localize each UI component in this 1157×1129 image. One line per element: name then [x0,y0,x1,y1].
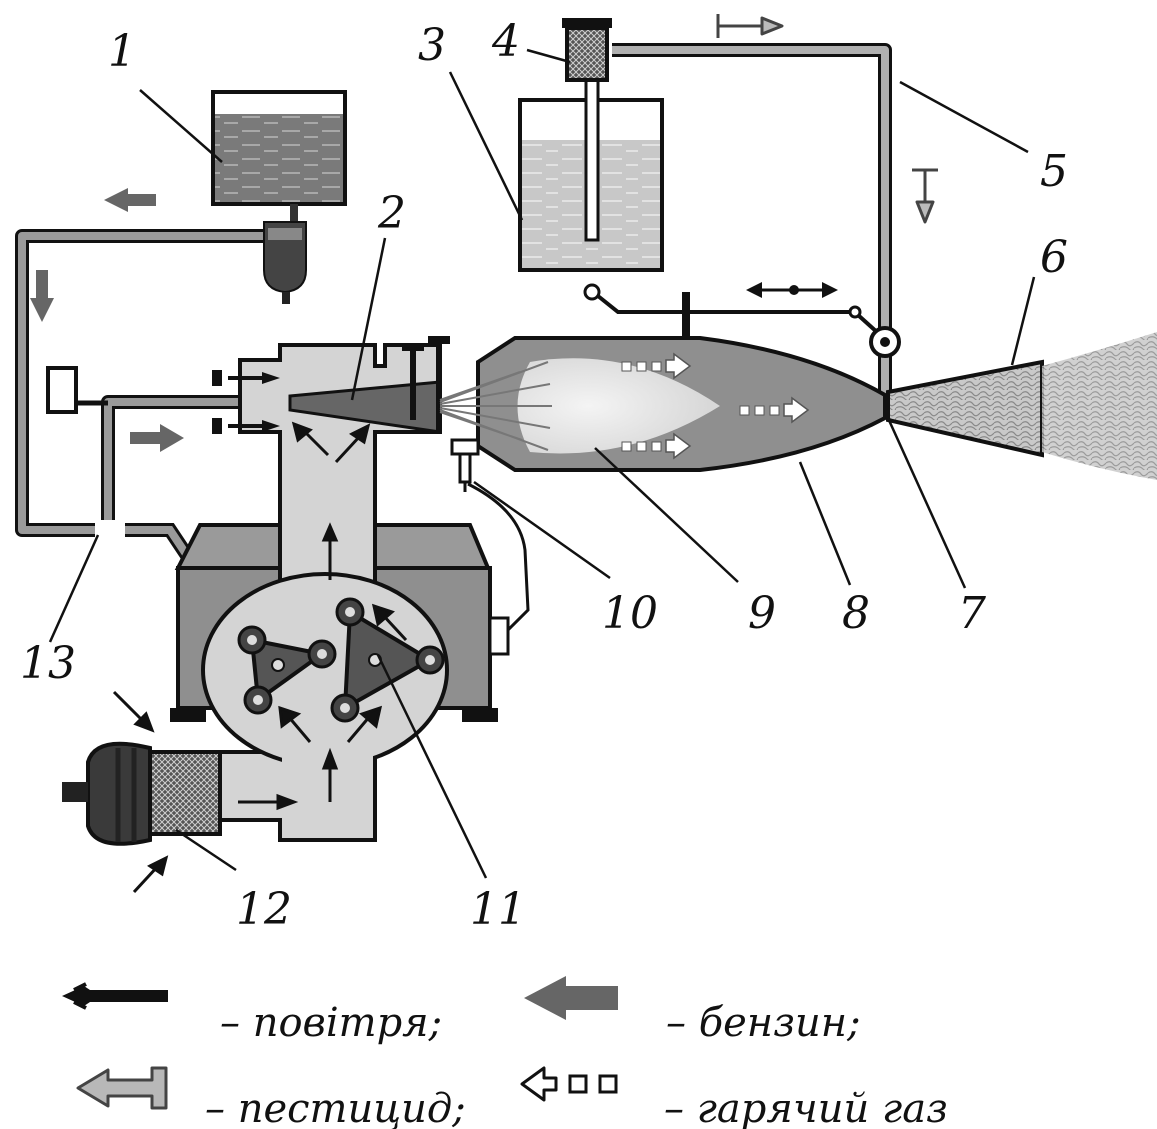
petrol-pipe-loop [15,229,290,564]
callout-10: 10 [602,588,658,639]
hot-gas-flow-arrow [621,432,692,460]
callout-1: 1 [108,26,136,77]
callout-6: 6 [1040,232,1068,283]
pesticide-flow-arrow [912,168,938,224]
pesticide-filter [562,18,612,82]
callout-8: 8 [842,588,870,639]
air-flow-arrows [112,421,408,894]
leader-lines [48,48,1036,879]
callout-11: 11 [470,884,526,935]
callout-2: 2 [377,188,406,239]
combustion-chamber [439,336,887,472]
legend-air-icon [62,982,168,1010]
hot-gas-flow-arrow [739,396,810,424]
hot-gas-flow-arrow [621,352,692,380]
rotor-right [330,597,445,723]
callout-4: 4 [491,16,520,67]
callout-3: 3 [418,20,446,71]
callout-5: 5 [1040,146,1068,197]
petrol-flow-arrow [104,188,156,212]
legend-hot-gas-icon [520,1066,618,1102]
petrol-tank [211,90,347,304]
double-arrow-icon [746,282,838,298]
pesticide-pipe [612,43,892,410]
legend-pesticide-icon [76,1066,168,1110]
petrol-flow-arrow [130,424,184,452]
electric-motor [62,741,222,846]
pesticide-flow-arrow [716,14,784,38]
legend-petrol-icon [524,976,618,1020]
throttle-linkage [583,283,901,358]
spark-plug [450,438,530,632]
pesticide-tank [518,78,664,272]
legend-hot-gas-label: – гарячий газ [664,1086,948,1129]
outlet-nozzle [886,359,1044,458]
legend: – повітря; – бензин; – пестицид; – гаряч… [62,976,948,1129]
callout-13: 13 [20,638,76,689]
callout-12: 12 [236,884,292,935]
petrol-flow-arrow [30,270,54,322]
fog-cloud [1042,332,1157,480]
callout-7: 7 [958,588,986,639]
carburetor-nozzle [46,336,450,434]
legend-petrol-label: – бензин; [666,1000,861,1046]
legend-pesticide-label: – пестицид; [205,1086,466,1129]
rotor-left [237,625,337,715]
callout-9: 9 [748,588,776,639]
legend-air-label: – повітря; [220,1000,442,1046]
